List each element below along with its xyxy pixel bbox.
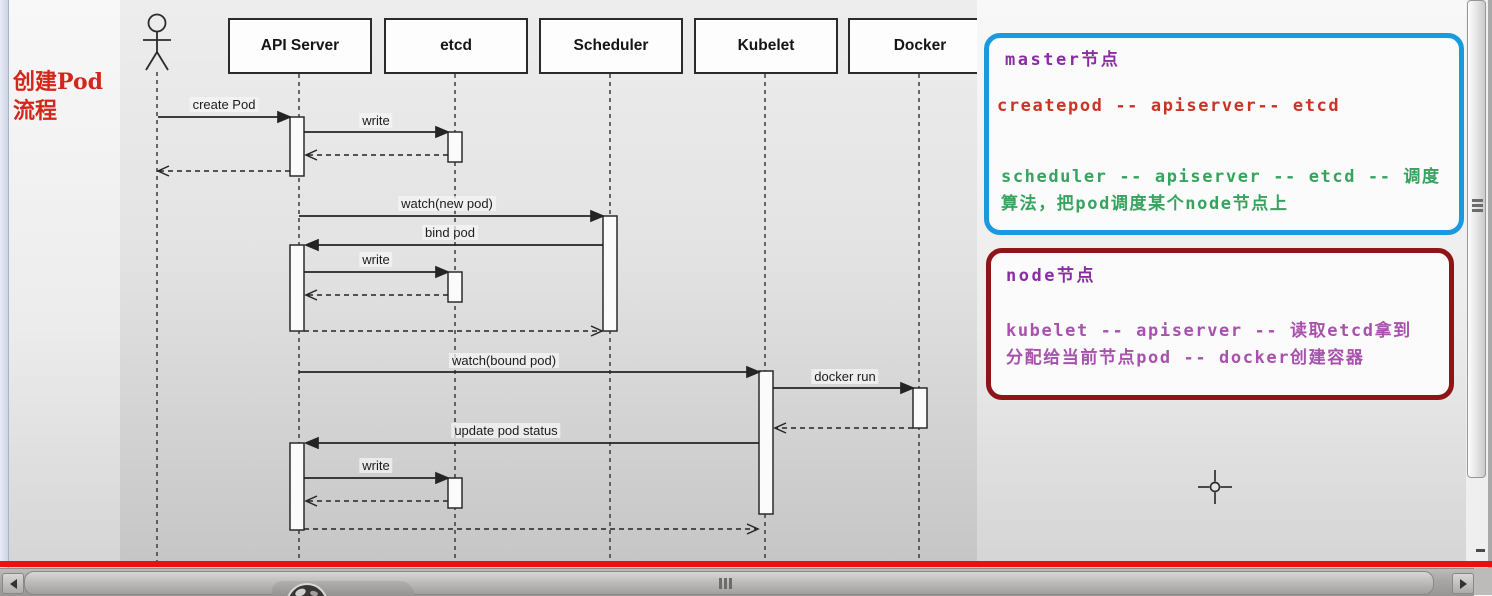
message-label-write-1: write: [359, 113, 393, 128]
master-note-line2: scheduler -- apiserver -- etcd -- 调度: [1001, 167, 1441, 187]
message-label-bind-pod: bind pod: [422, 225, 478, 240]
activation-etcd-2: [447, 271, 463, 303]
activation-etcd-3: [447, 477, 463, 509]
node-note-line1: kubelet -- apiserver -- 读取etcd拿到: [1006, 321, 1412, 341]
red-highlight-line: [0, 561, 1492, 567]
master-note-line1: createpod -- apiserver-- etcd: [997, 96, 1341, 116]
message-label-write-2: write: [359, 252, 393, 267]
crosshair-cursor: [1198, 470, 1232, 504]
message-label-watch-bound-pod: watch(bound pod): [448, 353, 560, 368]
sequence-diagram-canvas: API Server etcd Scheduler Kubelet Docker…: [120, 0, 977, 561]
activation-api-1: [289, 116, 305, 177]
activation-docker: [912, 387, 928, 429]
node-note-line2: 分配给当前节点pod -- docker创建容器: [1006, 348, 1365, 368]
arrow-write-3: [304, 471, 451, 485]
return-etcd-to-api-2: [304, 289, 448, 301]
page-title: 创建Pod 流程: [13, 68, 103, 126]
node-note-title: node节点: [1006, 266, 1096, 286]
activation-etcd-1: [447, 131, 463, 163]
arrow-update-pod-status: [303, 436, 759, 450]
horizontal-scrollbar-thumb[interactable]: [24, 571, 1434, 595]
participant-api-server: API Server: [228, 18, 372, 74]
return-api-to-scheduler: [304, 325, 604, 337]
master-note-line3: 算法，把pod调度某个node节点上: [1001, 194, 1289, 214]
actor-figure: [143, 13, 171, 71]
participant-etcd: etcd: [384, 18, 528, 74]
master-note-box: master节点 createpod -- apiserver-- etcd s…: [984, 33, 1464, 235]
arrow-docker-run: [773, 381, 916, 395]
arrow-watch-new-pod: [299, 209, 606, 223]
participant-docker: Docker: [848, 18, 977, 74]
vertical-scrollbar-thumb[interactable]: [1467, 0, 1486, 478]
message-label-update-pod-status: update pod status: [451, 423, 561, 438]
page-title-line1: 创建Pod: [13, 69, 104, 95]
activation-api-2: [289, 244, 305, 332]
scrollbar-corner: [1474, 568, 1492, 595]
participant-etcd-label: etcd: [440, 37, 472, 54]
return-etcd-to-api-3: [304, 495, 448, 507]
vertical-scrollbar-end-mark: [1476, 549, 1485, 552]
message-label-write-3: write: [359, 458, 393, 473]
message-label-watch-new-pod: watch(new pod): [398, 196, 496, 211]
activation-api-3: [289, 442, 305, 531]
activation-scheduler: [602, 215, 618, 332]
arrow-create-pod: [158, 110, 293, 124]
vertical-scrollbar-grip: [1471, 199, 1483, 202]
window-right-border: [1488, 0, 1492, 595]
arrow-bind-pod: [303, 238, 603, 252]
scroll-right-arrow-icon: [1459, 578, 1467, 589]
return-docker-to-kubelet: [773, 422, 913, 434]
participant-api-server-label: API Server: [260, 37, 340, 54]
arrow-watch-bound-pod: [299, 365, 762, 379]
window-left-border: [0, 0, 9, 595]
participant-docker-label: Docker: [893, 37, 947, 54]
scroll-left-arrow-icon: [9, 578, 17, 589]
horizontal-scrollbar[interactable]: [0, 568, 1474, 596]
scroll-left-button[interactable]: [2, 573, 24, 594]
horizontal-scrollbar-grip: [719, 578, 722, 589]
scroll-right-button[interactable]: [1452, 573, 1474, 594]
return-api-to-kubelet: [304, 523, 760, 535]
message-label-docker-run: docker run: [811, 369, 879, 384]
return-api-to-actor: [156, 165, 290, 177]
sequence-diagram-graphics: [143, 13, 928, 561]
arrow-write-1: [304, 125, 451, 139]
arrow-write-2: [304, 265, 451, 279]
participant-kubelet: Kubelet: [694, 18, 838, 74]
vertical-scrollbar[interactable]: [1466, 0, 1488, 561]
master-note-title: master节点: [1005, 50, 1121, 70]
node-note-box: node节点 kubelet -- apiserver -- 读取etcd拿到 …: [986, 248, 1454, 400]
message-label-create-pod: create Pod: [189, 97, 259, 112]
participant-scheduler: Scheduler: [539, 18, 683, 74]
return-etcd-to-api-1: [304, 149, 448, 161]
participant-scheduler-label: Scheduler: [573, 37, 649, 54]
activation-kubelet: [758, 370, 774, 515]
page-title-line2: 流程: [13, 98, 58, 124]
participant-kubelet-label: Kubelet: [737, 37, 795, 54]
